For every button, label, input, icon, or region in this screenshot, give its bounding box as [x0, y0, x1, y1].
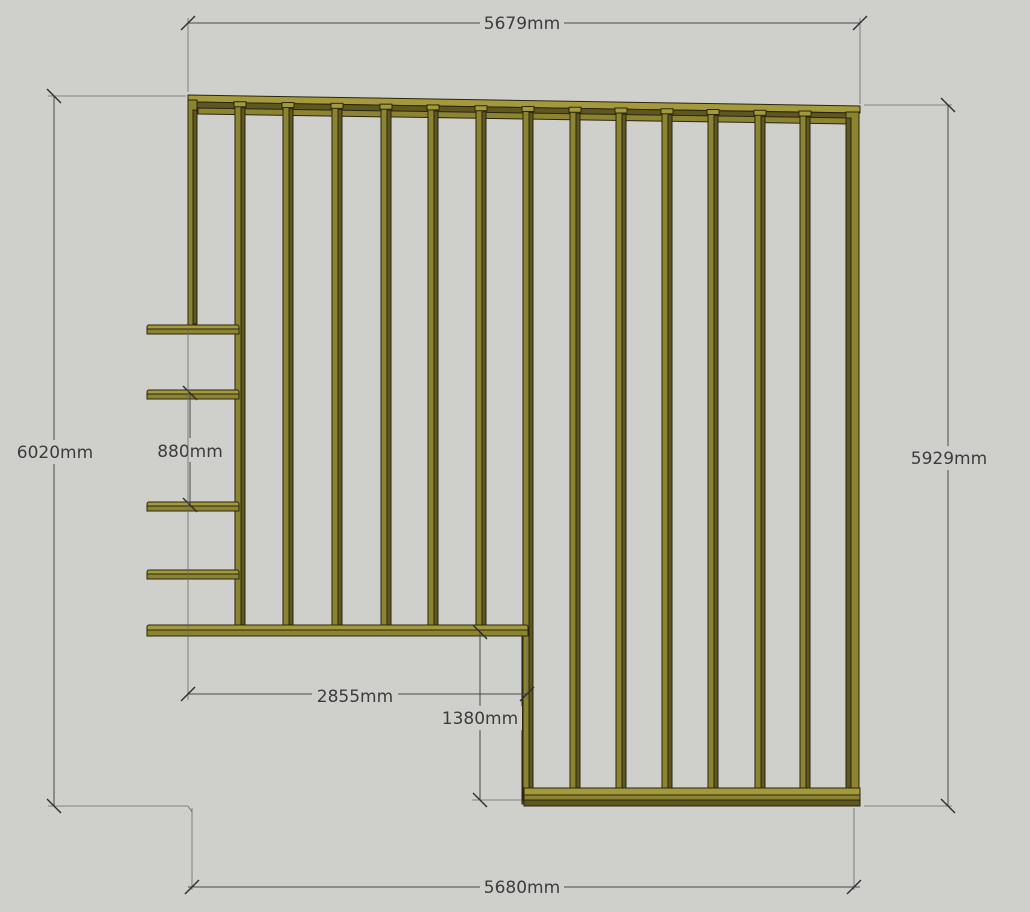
- joist-left-6: [474, 105, 488, 633]
- dimension-bottom-width-label: 5680mm: [484, 878, 560, 898]
- dimension-top-width-label: 5679mm: [484, 14, 560, 34]
- cantilever-arm-3: [146, 501, 240, 512]
- dimension-right-height-label: 5929mm: [911, 449, 987, 469]
- left-upper-post: [187, 99, 198, 327]
- joist-left-2: [281, 102, 295, 633]
- dimension-inner-spacing: 880mm: [152, 385, 228, 513]
- joist-right-1: [521, 105, 535, 801]
- dimension-bottom-width: 5680mm: [184, 808, 862, 898]
- dimension-notch-width: 2855mm: [180, 330, 535, 707]
- dimension-top-width: 5679mm: [180, 12, 868, 104]
- joist-left-5: [426, 104, 440, 633]
- timber-frame: [146, 94, 861, 807]
- joists-left: [233, 101, 488, 633]
- joist-left-1: [233, 101, 247, 633]
- joist-right-6: [753, 109, 767, 801]
- dimension-annotations: 5679mm 5680mm 6020mm: [12, 12, 992, 898]
- joist-right-7: [798, 110, 812, 801]
- bottom-rim-joist: [523, 787, 861, 807]
- cantilever-arm-4: [146, 569, 240, 580]
- dimension-left-height-label: 6020mm: [17, 443, 93, 463]
- right-rim-joist: [845, 111, 860, 805]
- joists-right: [521, 105, 812, 801]
- joist-right-3: [614, 107, 628, 801]
- notch-rim-joist: [146, 624, 529, 637]
- dimension-right-height: 5929mm: [864, 97, 992, 814]
- dimension-notch-depth: 1380mm: [438, 624, 522, 808]
- cantilever-arm-2: [146, 389, 240, 400]
- joist-right-5: [706, 109, 720, 801]
- joist-right-4: [660, 108, 674, 801]
- dimension-inner-spacing-label: 880mm: [157, 442, 223, 462]
- joist-left-3: [330, 102, 344, 633]
- cantilever-arm-1: [146, 324, 240, 335]
- dimension-notch-depth-label: 1380mm: [442, 709, 518, 729]
- joist-right-2: [568, 106, 582, 801]
- dimension-notch-width-label: 2855mm: [317, 687, 393, 707]
- dimension-left-height: 6020mm: [12, 88, 193, 814]
- joist-left-4: [379, 103, 393, 633]
